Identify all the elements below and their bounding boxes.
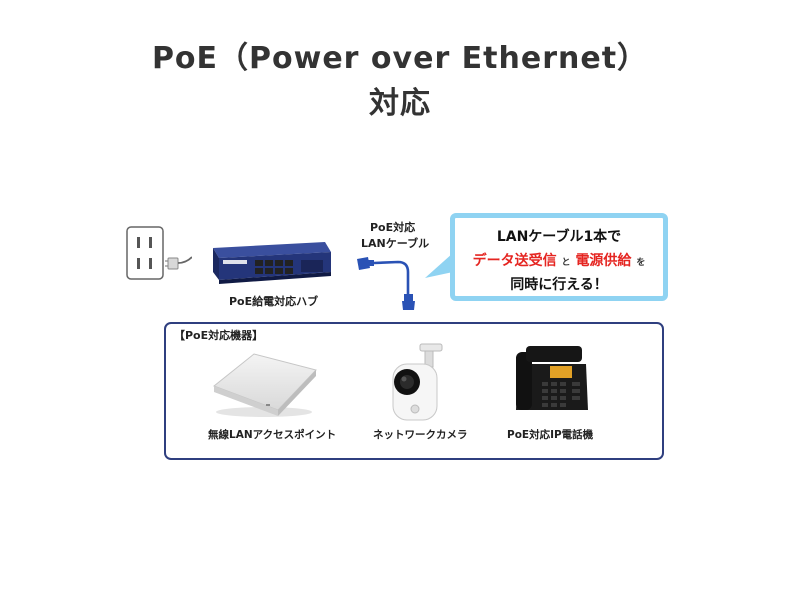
page-title: PoE（Power over Ethernet） bbox=[151, 41, 649, 76]
poe-devices-panel bbox=[164, 322, 664, 460]
callout-line2: データ送受信 と 電源供給 を bbox=[455, 250, 663, 270]
hub-label: PoE給電対応ハブ bbox=[229, 295, 319, 308]
network-camera-icon bbox=[392, 343, 443, 421]
page-subtitle: 対応 bbox=[369, 86, 431, 121]
devices-box-title: 【PoE対応機器】 bbox=[174, 329, 264, 342]
callout-power-text: 電源供給 bbox=[575, 253, 632, 269]
device-label-camera: ネットワークカメラ bbox=[373, 429, 468, 441]
wall-outlet-icon bbox=[126, 226, 192, 280]
wireless-access-point-icon bbox=[213, 353, 317, 417]
device-label-access-point: 無線LANアクセスポイント bbox=[208, 429, 337, 441]
cable-label-line2: LANケーブル bbox=[361, 237, 430, 250]
callout-wo-text: を bbox=[636, 258, 646, 268]
device-label-ip-phone: PoE対応IP電話機 bbox=[507, 429, 594, 441]
callout-line1: LANケーブル1本で bbox=[496, 229, 622, 245]
callout-and-text: と bbox=[561, 258, 571, 268]
callout-line3: 同時に行える！ bbox=[510, 277, 608, 293]
ip-phone-icon bbox=[516, 346, 588, 410]
callout-pointer bbox=[425, 253, 453, 278]
lan-cable-icon bbox=[357, 257, 415, 310]
cable-label-line1: PoE対応 bbox=[370, 221, 416, 234]
poe-hub-icon bbox=[213, 242, 331, 284]
callout-bubble: LANケーブル1本で データ送受信 と 電源供給 を 同時に行える！ bbox=[450, 213, 668, 301]
callout-data-text: データ送受信 bbox=[472, 253, 557, 269]
